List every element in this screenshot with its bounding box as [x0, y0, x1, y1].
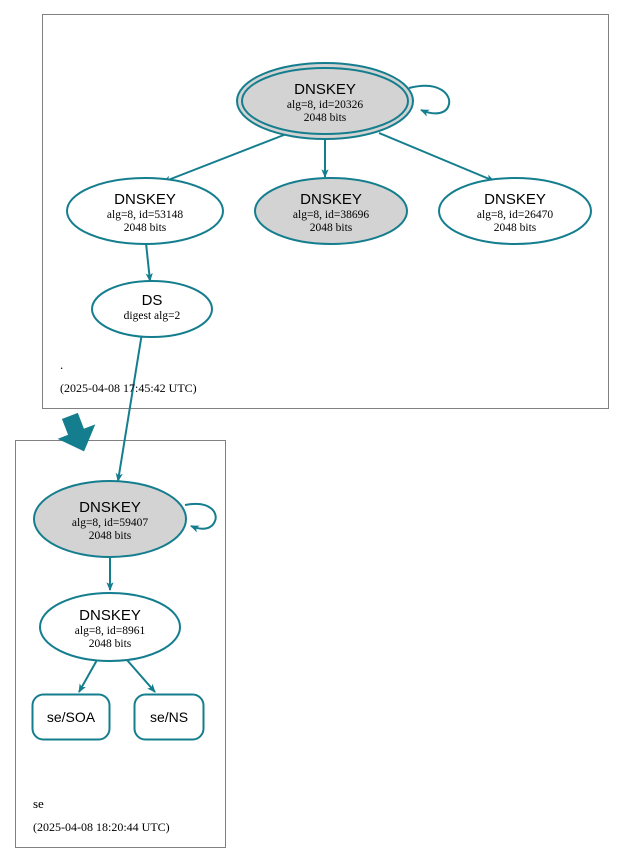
node-root-ksk[interactable]: DNSKEY alg=8, id=20326 2048 bits: [236, 62, 414, 140]
node-se-soa-label: se/SOA: [47, 709, 96, 725]
node-root-zsk-38696-title: DNSKEY: [300, 191, 362, 208]
node-root-zsk-53148-params: alg=8, id=53148: [107, 209, 183, 221]
node-se-ns-label: se/NS: [150, 709, 188, 725]
node-root-zsk-26470[interactable]: DNSKEY alg=8, id=26470 2048 bits: [438, 177, 592, 245]
zone-label-root-name: .: [60, 357, 63, 372]
node-se-zsk-params: alg=8, id=8961: [75, 625, 146, 637]
node-se-soa[interactable]: se/SOA: [31, 693, 111, 741]
edge-root-ksk-to-zsk-26470: [378, 132, 495, 182]
edge-layer: [78, 85, 495, 693]
zone-label-se-timestamp: (2025-04-08 18:20:44 UTC): [33, 820, 170, 834]
node-ds-se-digest: digest alg=2: [124, 310, 181, 322]
node-root-zsk-53148[interactable]: DNSKEY alg=8, id=53148 2048 bits: [66, 177, 224, 245]
zone-label-root-timestamp: (2025-04-08 17:45:42 UTC): [60, 381, 197, 395]
node-root-zsk-38696-keysize: 2048 bits: [310, 222, 353, 234]
node-se-ksk-params: alg=8, id=59407: [72, 517, 148, 529]
edge-ds-to-se-ksk: [115, 332, 143, 482]
node-root-ksk-params: alg=8, id=20326: [287, 99, 363, 111]
edge-zsk-53148-to-ds: [145, 242, 153, 282]
zone-cluster-root: [42, 14, 609, 409]
edge-se-zsk-to-se-soa: [78, 659, 98, 693]
node-root-zsk-26470-params: alg=8, id=26470: [477, 209, 553, 221]
zone-label-se-name: se: [33, 796, 44, 811]
node-root-zsk-26470-title: DNSKEY: [484, 191, 546, 208]
node-root-zsk-26470-keysize: 2048 bits: [494, 222, 537, 234]
node-ds-se[interactable]: DS digest alg=2: [91, 280, 213, 338]
node-root-ksk-keysize: 2048 bits: [304, 112, 347, 124]
zone-cluster-se: [15, 440, 226, 848]
node-root-zsk-53148-keysize: 2048 bits: [124, 222, 167, 234]
node-se-ksk-title: DNSKEY: [79, 499, 141, 516]
node-se-ksk[interactable]: DNSKEY alg=8, id=59407 2048 bits: [33, 480, 187, 558]
node-se-zsk-keysize: 2048 bits: [89, 638, 132, 650]
edge-root-ksk-to-zsk-53148: [162, 132, 290, 183]
edge-se-zsk-to-se-ns: [126, 659, 156, 693]
edge-se-ksk-self-loop: [184, 502, 217, 533]
node-ds-se-title: DS: [142, 292, 163, 309]
node-se-zsk-title: DNSKEY: [79, 607, 141, 624]
node-se-zsk[interactable]: DNSKEY alg=8, id=8961 2048 bits: [39, 592, 181, 662]
node-root-ksk-title: DNSKEY: [294, 81, 356, 98]
node-se-ns[interactable]: se/NS: [133, 693, 205, 741]
node-root-zsk-53148-title: DNSKEY: [114, 191, 176, 208]
node-root-zsk-38696-params: alg=8, id=38696: [293, 209, 369, 221]
edge-delegation-root-to-se: [57, 412, 96, 452]
node-se-ksk-keysize: 2048 bits: [89, 530, 132, 542]
edge-root-ksk-self-loop: [408, 85, 451, 117]
node-root-zsk-38696[interactable]: DNSKEY alg=8, id=38696 2048 bits: [254, 177, 408, 245]
